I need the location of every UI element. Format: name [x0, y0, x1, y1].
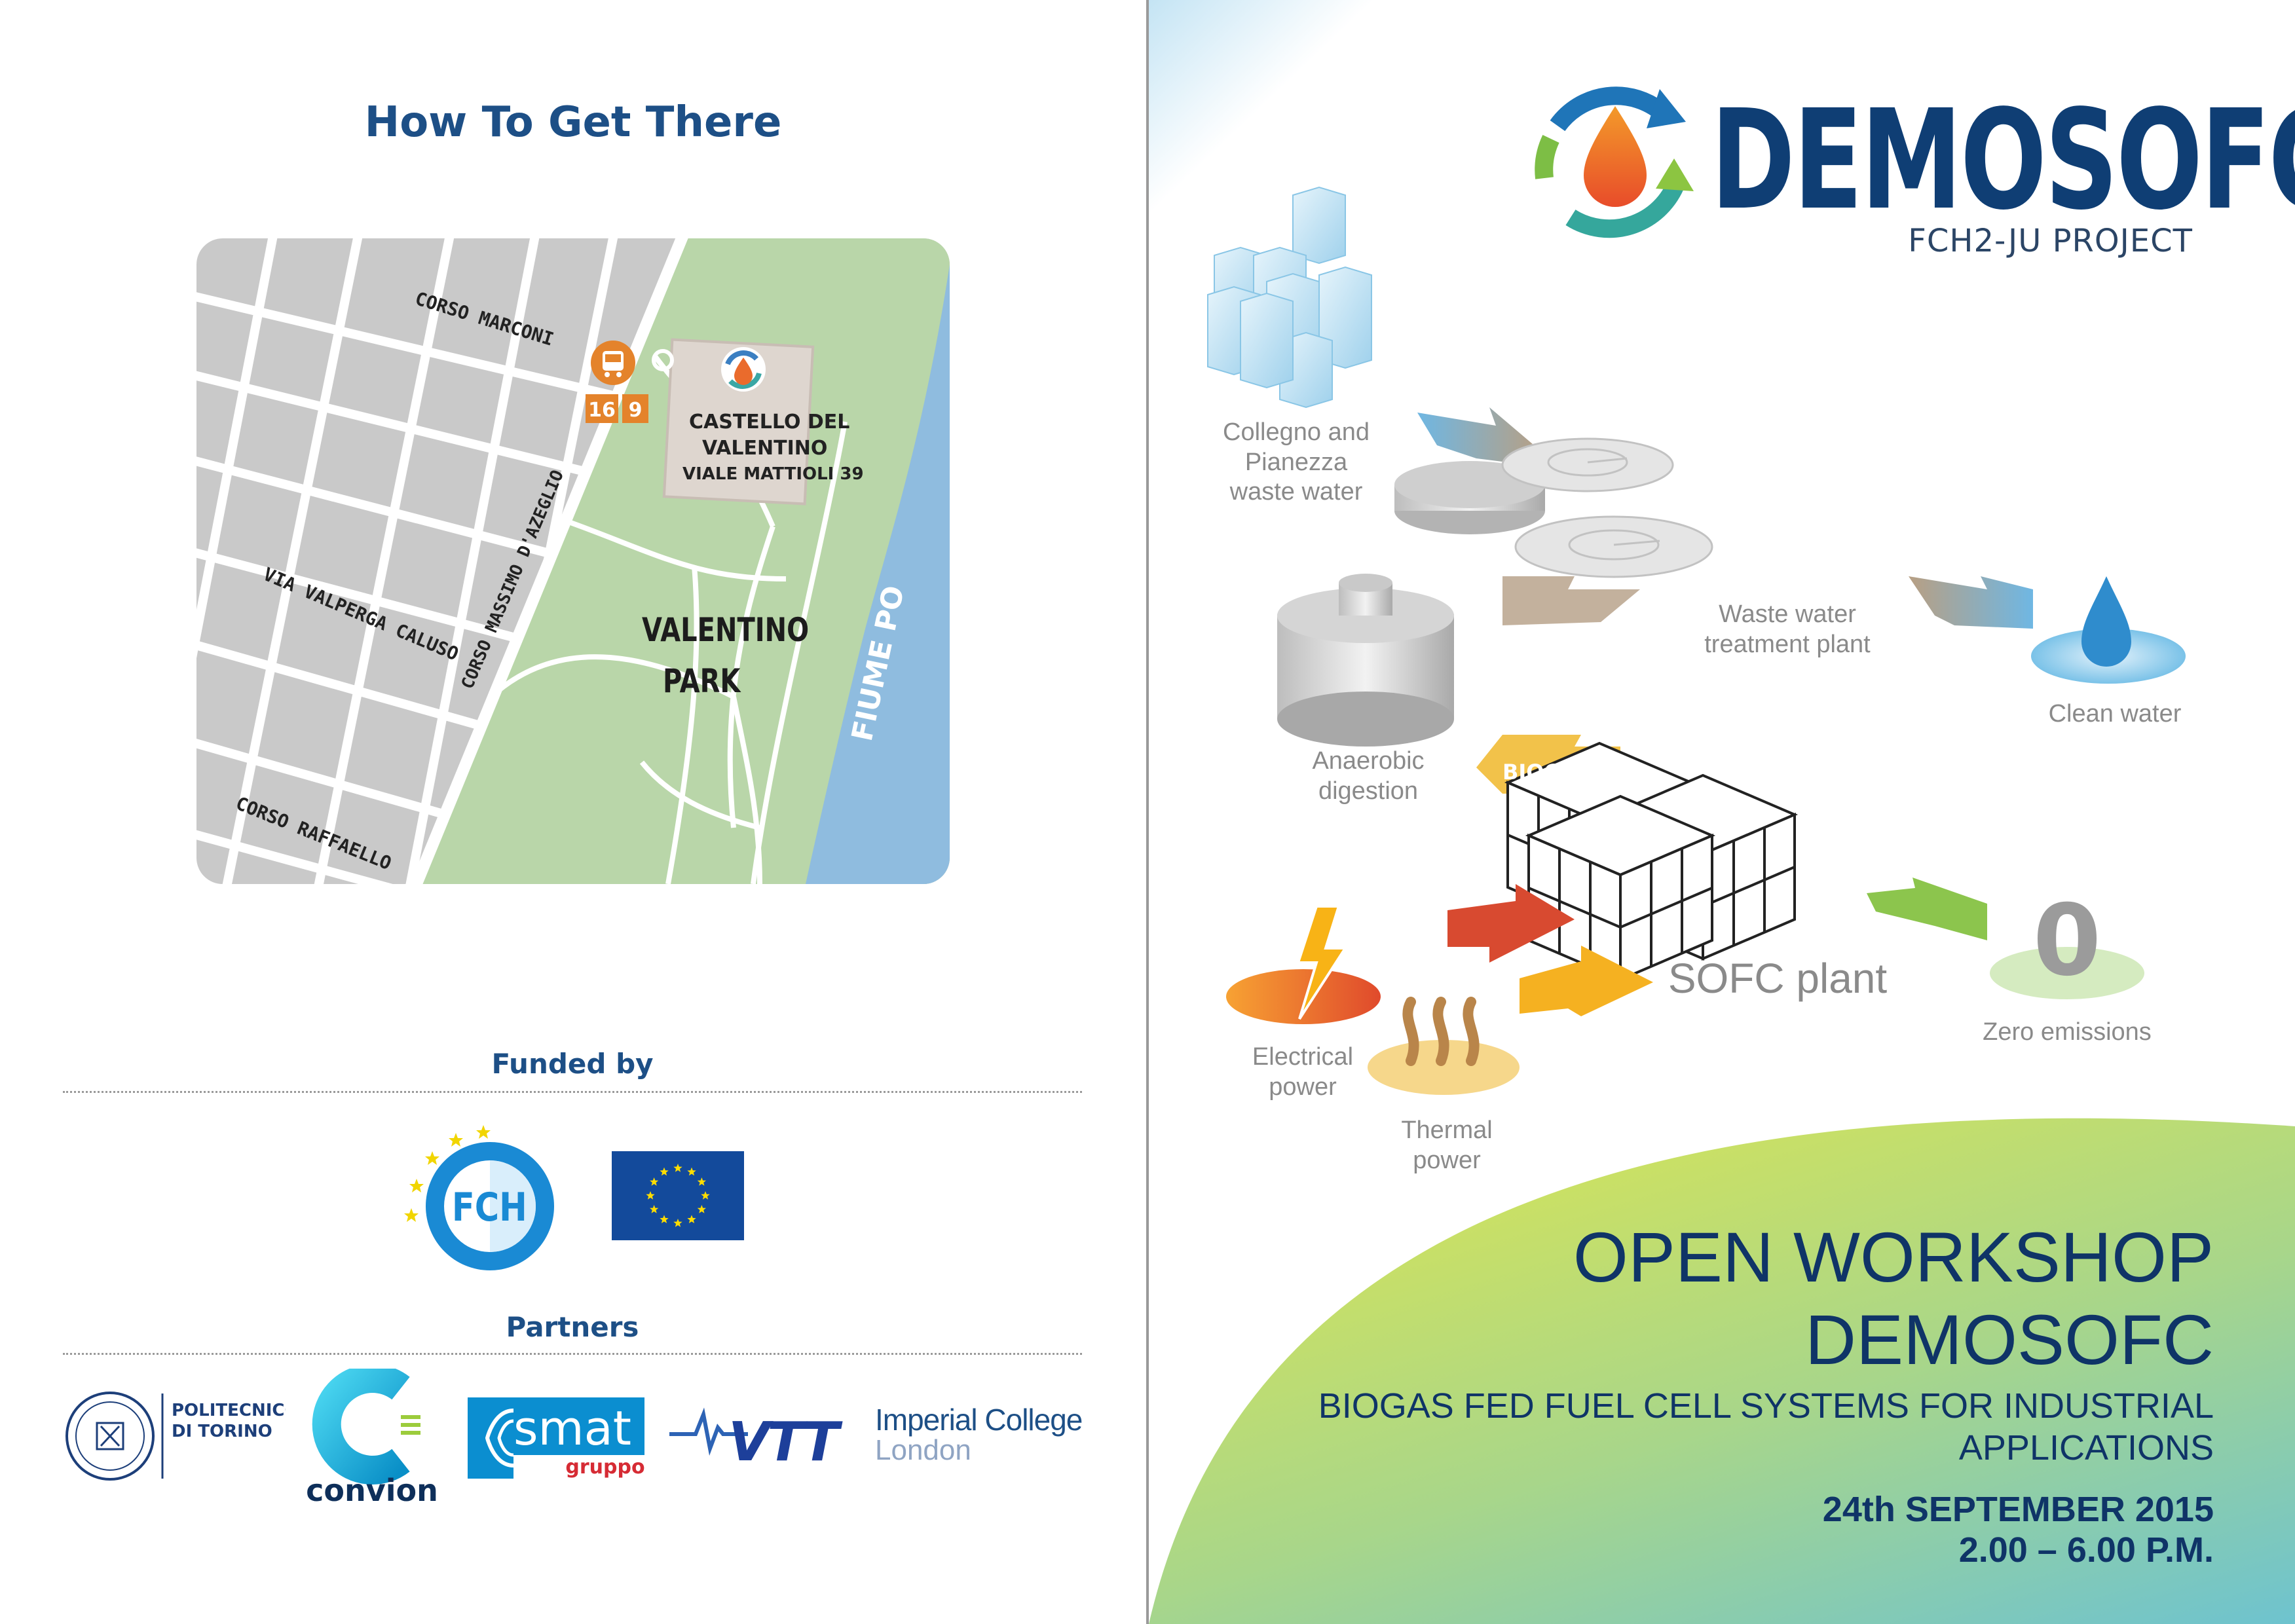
project-subtitle: FCH2-JU PROJECT [1908, 223, 2193, 259]
bus-line-16: 16 [588, 399, 616, 422]
vtt-text: VTT [728, 1411, 843, 1467]
eu-star-icon [650, 1205, 659, 1213]
right-panel: DEMOSOFC FCH2-JU PROJECT [1149, 0, 2295, 1624]
fold-line [1146, 0, 1149, 1624]
svg-text:POLITECNICO DI TORINO: POLITECNICO DI TORINO [172, 1401, 286, 1441]
zero-emissions-label: Zero emissions [1983, 1018, 2152, 1046]
zero-value: 0 [2033, 884, 2101, 998]
sofc-modules-icon [1504, 741, 1799, 982]
workshop-title-line-1: OPEN WORKSHOP [1573, 1217, 2214, 1297]
eu-star-icon [660, 1215, 669, 1223]
castle-label-line: VALENTINO [702, 437, 827, 460]
demosofc-logo-icon [1535, 86, 1694, 238]
funded-by-heading: Funded by [491, 1048, 654, 1080]
arrow-to-treatment-icon [1417, 407, 1542, 462]
castle-label-line: CASTELLO DEL [689, 411, 849, 434]
partners-heading: Partners [506, 1311, 639, 1343]
funded-by-divider [63, 1091, 1082, 1093]
imperial-line-1: Imperial College [875, 1403, 1083, 1437]
clarifier-icon [1501, 437, 1674, 492]
eu-star-icon [687, 1215, 696, 1223]
workshop-subtitle: BIOGAS FED FUEL CELL SYSTEMS FOR INDUSTR… [1318, 1386, 2214, 1467]
biogas-label: BIOGAS [1502, 760, 1593, 784]
polito-line: DI TORINO [172, 1422, 272, 1441]
partners-divider [63, 1353, 1082, 1355]
arrow-to-clean-water-icon [1909, 576, 2033, 629]
bus-line-badges: 16 9 [586, 394, 648, 423]
electrical-power-label: Electrical power [1252, 1043, 1354, 1101]
workshop-time: 2.00 – 6.00 P.M. [1958, 1530, 2214, 1570]
arrow-to-electrical-icon [1447, 884, 1575, 963]
workshop-date: 24th SEPTEMBER 2015 [1822, 1490, 2214, 1529]
how-to-get-there-title: How To Get There [364, 98, 782, 147]
eu-star-icon [673, 1219, 682, 1227]
svg-text:VALENTINO PARK: VALENTINO PARK [642, 611, 818, 701]
eu-star-icon [697, 1205, 706, 1213]
eu-star-icon [687, 1167, 696, 1176]
anaerobic-label: Anaerobic digestion [1312, 747, 1425, 805]
clean-water-icon [2031, 576, 2186, 684]
fch-text: FCH [452, 1185, 527, 1230]
process-diagram: BIOGAS 0 [1207, 186, 2186, 1095]
imperial-line-2: London [875, 1434, 971, 1467]
polito-line: POLITECNICO [172, 1401, 286, 1420]
smat-sub-text: gruppo [565, 1456, 644, 1479]
demosofc-wordmark: DEMOSOFC [1711, 80, 2295, 240]
imperial-logo: Imperial College London [875, 1404, 1085, 1466]
park-label-line: VALENTINO [642, 611, 809, 650]
bus-line-9: 9 [629, 399, 643, 422]
clean-water-label: Clean water [2048, 700, 2182, 728]
workshop-title-line-2: DEMOSOFC [1804, 1300, 2214, 1379]
bus-stop-icon [591, 341, 635, 385]
digester-tank-icon [1277, 574, 1454, 747]
eu-star-icon [660, 1167, 669, 1176]
collegno-label: Collegno and Pianezza waste water [1223, 418, 1370, 506]
smat-text: smat [513, 1401, 631, 1456]
treatment-plant-label: Waste water treatment plant [1704, 600, 1871, 658]
sofc-plant-label: SOFC plant [1668, 955, 1888, 1002]
clarifier-icon [1514, 515, 1713, 578]
demosofc-pin-icon [721, 347, 766, 392]
thermal-power-icon [1368, 997, 1520, 1095]
eu-flag-icon [612, 1151, 744, 1240]
address-label: VIALE MATTIOLI 39 [682, 464, 864, 484]
arrow-to-zero-emissions-icon [1867, 877, 1987, 940]
eu-star-icon [646, 1191, 655, 1200]
smat-logo: smat gruppo [468, 1397, 644, 1479]
convion-logo: convion [306, 1369, 438, 1507]
politecnico-logo: POLITECNICO DI TORINO [65, 1392, 286, 1481]
svg-text:CASTELLO DEL VALENTINO: CASTELLO DEL VALENTINO VIALE MATTIOLI 39 [682, 411, 864, 484]
eu-star-icon [650, 1177, 659, 1186]
park-label-line: PARK [663, 662, 741, 701]
thermal-power-label: Thermal power [1401, 1116, 1493, 1174]
electrical-power-icon [1226, 905, 1381, 1024]
eu-star-icon [673, 1164, 682, 1172]
buildings-icon [1207, 186, 1372, 409]
fch-logo: FCH [404, 1125, 554, 1270]
zero-emissions-icon [1990, 947, 2144, 999]
convion-text: convion [306, 1473, 438, 1507]
eu-star-icon [697, 1177, 706, 1186]
left-panel: How To Get There [0, 0, 1146, 1624]
arrow-to-thermal-icon [1520, 946, 1653, 1016]
arrow-to-digestion-icon [1502, 576, 1640, 625]
vtt-logo: VTT [669, 1407, 846, 1467]
location-map: CORSO MARCONI VIA VALPERGA CALUSO CORSO … [196, 238, 950, 884]
eu-star-icon [701, 1191, 710, 1200]
